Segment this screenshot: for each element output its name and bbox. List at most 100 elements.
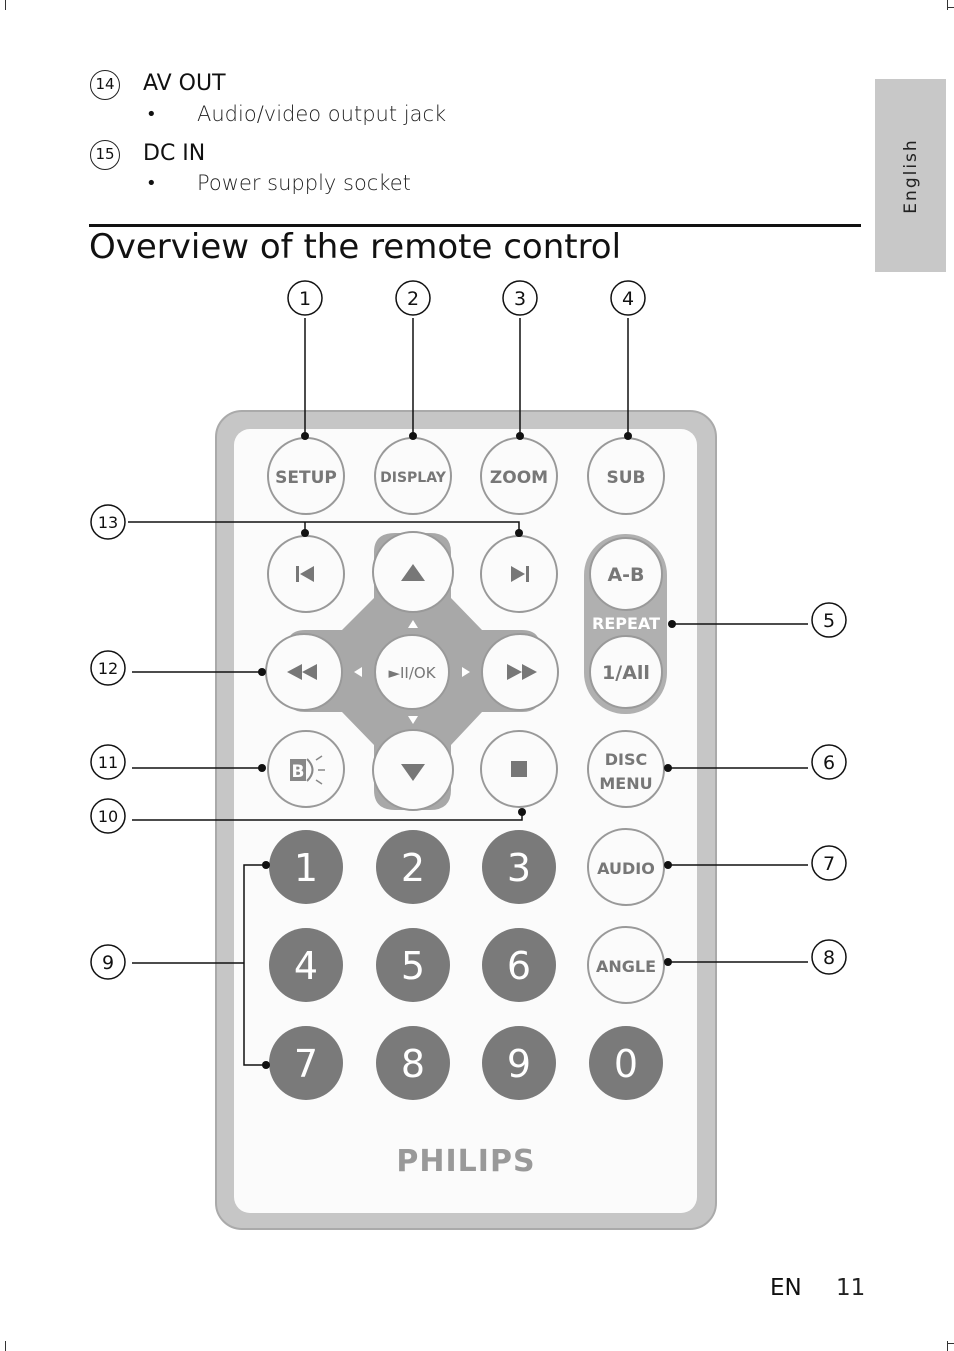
disc-label: DISC [605, 750, 648, 769]
skip-previous-icon [296, 566, 314, 582]
page-number: 11 [836, 1275, 866, 1301]
callout-number: 11 [98, 753, 118, 772]
menu-label: MENU [599, 774, 652, 793]
callout-number: 10 [98, 807, 118, 826]
callout-number: 2 [407, 288, 419, 310]
callout-badge [811, 744, 847, 780]
callout-number: 7 [823, 853, 835, 875]
section-rule [89, 224, 861, 227]
callout-badge [90, 650, 126, 686]
callout-badge [811, 602, 847, 638]
callout-dot [409, 432, 417, 440]
digit-button[interactable] [482, 1026, 556, 1100]
callout-badge [610, 280, 646, 316]
callout-line [243, 864, 266, 1066]
item-description: Power supply socket [197, 171, 411, 195]
crop-mark [947, 7, 954, 8]
crop-mark [5, 1341, 6, 1351]
callout-dot [262, 861, 270, 869]
arrow-down-icon [401, 764, 425, 781]
digit-button[interactable] [376, 928, 450, 1002]
digit-button[interactable] [482, 830, 556, 904]
callout-badge [90, 798, 126, 834]
digit-label: 3 [507, 846, 531, 890]
dpad-down-marker-icon [408, 716, 418, 724]
arrow-up-icon [401, 564, 425, 581]
callout-dot [664, 764, 672, 772]
ab-label: A-B [607, 564, 644, 586]
callout-dot [624, 432, 632, 440]
item-number: 15 [90, 140, 120, 170]
callout-dot [668, 620, 676, 628]
callout-number: 12 [98, 659, 118, 678]
digit-button[interactable] [269, 928, 343, 1002]
fast-forward-icon [507, 664, 537, 680]
crop-mark [947, 1343, 954, 1344]
callout-badge [811, 939, 847, 975]
digit-label: 6 [507, 944, 531, 988]
digit-button[interactable] [589, 1026, 663, 1100]
callout-badge [502, 280, 538, 316]
callout-line [128, 521, 520, 532]
dpad-right-marker-icon [462, 667, 470, 677]
callout-number: 6 [823, 752, 835, 774]
digit-button[interactable] [482, 928, 556, 1002]
dpad-left-marker-icon [354, 667, 362, 677]
callout-number: 4 [622, 288, 634, 310]
callout-dot [258, 668, 266, 676]
sub-label: SUB [606, 468, 645, 488]
language-tab: English [875, 79, 946, 272]
rewind-icon [287, 664, 317, 680]
audio-label: AUDIO [597, 859, 655, 878]
digit-label: 0 [614, 1042, 638, 1086]
bullet: • [146, 104, 157, 125]
play-ok-button[interactable] [374, 634, 450, 710]
digit-button[interactable] [376, 1026, 450, 1100]
play-ok-label: ►II/OK [388, 664, 436, 682]
callout-badge [811, 845, 847, 881]
callout-number: 3 [514, 288, 526, 310]
bullet: • [146, 173, 157, 194]
digit-label: 1 [294, 846, 318, 890]
angle-button[interactable] [587, 926, 665, 1004]
repeat-label: REPEAT [592, 614, 660, 633]
setup-label: SETUP [275, 468, 337, 488]
digit-button[interactable] [269, 830, 343, 904]
brand-logo: PHILIPS [396, 1144, 535, 1179]
footer-language: EN [770, 1275, 802, 1301]
callout-dot [262, 1061, 270, 1069]
audio-button[interactable] [587, 828, 665, 906]
callout-dot [516, 432, 524, 440]
digit-label: 7 [294, 1042, 318, 1086]
callout-badge [90, 504, 126, 540]
angle-label: ANGLE [596, 957, 656, 976]
callout-number: 1 [299, 288, 311, 310]
digit-label: 8 [401, 1042, 425, 1086]
svg-text:B: B [292, 762, 305, 782]
crop-mark [5, 0, 6, 10]
item-description: Audio/video output jack [197, 102, 447, 126]
callout-number: 9 [102, 952, 114, 974]
digit-button[interactable] [376, 830, 450, 904]
callout-dot [664, 861, 672, 869]
callout-badge [287, 280, 323, 316]
disc-menu-button[interactable] [587, 730, 665, 808]
callout-dot [301, 529, 309, 537]
digit-button[interactable] [269, 1026, 343, 1100]
item-title: DC IN [143, 141, 206, 166]
callout-number: 13 [98, 513, 118, 532]
callout-number: 5 [823, 610, 835, 632]
callout-badge [395, 280, 431, 316]
repeat-all-label: 1/All [602, 662, 650, 684]
ab-button[interactable] [589, 537, 663, 611]
crop-mark [947, 1341, 948, 1351]
callout-dot [664, 958, 672, 966]
callout-dot [258, 764, 266, 772]
callout-dot [515, 529, 523, 537]
callout-badge [90, 744, 126, 780]
repeat-all-button[interactable] [589, 635, 663, 709]
callout-dot [518, 808, 526, 816]
crop-mark [947, 0, 948, 10]
stop-icon [511, 761, 527, 777]
